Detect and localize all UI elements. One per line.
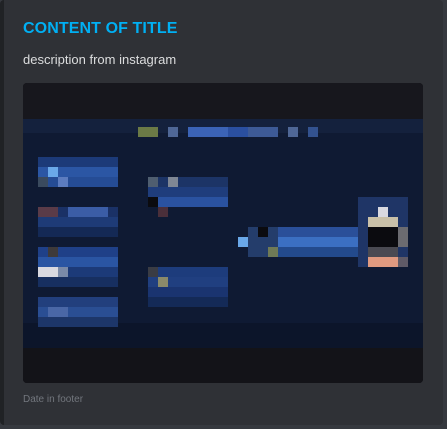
embed-description: description from instagram (23, 52, 177, 67)
embed-footer-text: Date in footer (23, 394, 84, 405)
embed-image[interactable] (23, 83, 423, 383)
embed-title-link[interactable]: CONTENT OF TITLE (23, 20, 178, 37)
